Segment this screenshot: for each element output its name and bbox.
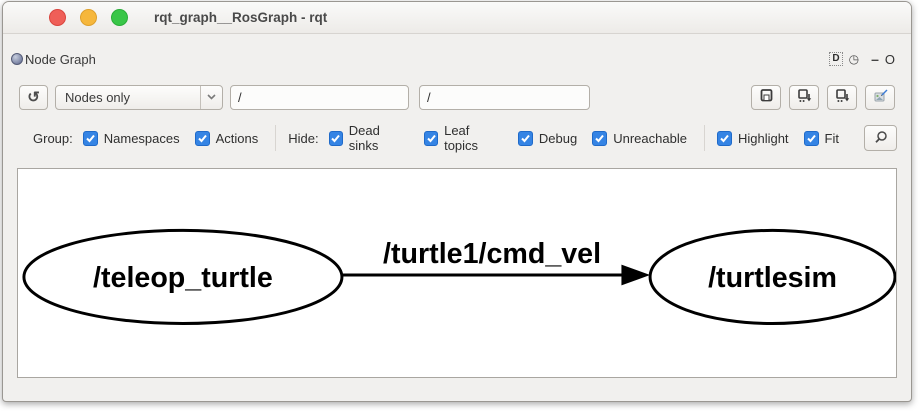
checkbox-unreachable[interactable]: Unreachable <box>592 130 687 146</box>
node-label: /turtlesim <box>708 262 837 294</box>
panel-controls: D ◷ – O <box>829 51 903 67</box>
graph-type-select[interactable]: Nodes only <box>55 84 223 110</box>
checked-checkbox-icon <box>194 130 210 146</box>
topic-filter-input[interactable] <box>419 84 590 110</box>
chevron-down-icon <box>200 85 222 109</box>
save-dot-button[interactable] <box>789 84 819 110</box>
minimize-panel-icon[interactable]: – <box>871 51 879 67</box>
checked-checkbox-icon <box>328 130 343 146</box>
checkbox-label: Leaf topics <box>444 123 479 153</box>
fit-in-view-button[interactable] <box>864 125 897 151</box>
panel-header: Node Graph D ◷ – O <box>3 46 911 72</box>
save-file-icon <box>797 88 812 106</box>
close-window-button[interactable] <box>49 9 66 26</box>
checkbox-label: Actions <box>215 130 259 146</box>
dock-icon[interactable]: D <box>829 52 843 66</box>
checkbox-label: Dead sinks <box>348 123 380 153</box>
rqt-window: rqt_graph__RosGraph - rqt Node Graph D ◷… <box>2 1 912 402</box>
checked-checkbox-icon <box>716 130 732 146</box>
hide-label: Hide: <box>288 130 319 146</box>
checked-checkbox-icon <box>592 130 608 146</box>
graph-node-turtlesim: /turtlesim <box>648 228 896 325</box>
ros-graph: /turtle1/cmd_vel /teleop_turtle /turtles… <box>22 228 896 325</box>
save-svg-button[interactable] <box>827 84 857 110</box>
graph-canvas[interactable]: /turtle1/cmd_vel /teleop_turtle /turtles… <box>17 168 897 378</box>
magnifier-icon <box>874 130 888 147</box>
image-export-icon <box>873 88 888 106</box>
view-options-group: Highlight Fit <box>702 125 897 151</box>
arrowhead-icon <box>621 264 651 286</box>
save-image-button[interactable] <box>865 84 895 110</box>
checked-checkbox-icon <box>803 130 819 146</box>
checkbox-debug[interactable]: Debug <box>517 130 578 146</box>
panel-title: Node Graph <box>25 51 96 67</box>
separator <box>275 125 277 151</box>
refresh-icon: ↺ <box>27 89 40 106</box>
checkbox-namespaces[interactable]: Namespaces <box>82 130 180 146</box>
copy-button[interactable] <box>751 84 781 110</box>
float-panel-icon[interactable]: O <box>884 51 895 67</box>
node-filter-input[interactable] <box>230 84 409 110</box>
clipboard-icon <box>759 88 774 106</box>
node-graph-plugin-icon <box>11 53 23 65</box>
checked-checkbox-icon <box>423 130 439 146</box>
checkbox-label: Highlight <box>737 130 789 146</box>
edge-label: /turtle1/cmd_vel <box>383 238 601 270</box>
refresh-graph-button[interactable]: ↺ <box>19 84 48 110</box>
graph-edge: /turtle1/cmd_vel <box>341 238 651 286</box>
checkbox-highlight[interactable]: Highlight <box>716 130 789 146</box>
graph-type-value: Nodes only <box>65 89 131 105</box>
checkbox-leaf-topics[interactable]: Leaf topics <box>423 123 503 153</box>
minimize-window-button[interactable] <box>80 9 97 26</box>
checked-checkbox-icon <box>82 130 98 146</box>
maximize-window-button[interactable] <box>111 9 128 26</box>
checkbox-fit[interactable]: Fit <box>803 130 839 146</box>
checkbox-label: Fit <box>824 130 839 146</box>
checkbox-actions[interactable]: Actions <box>194 130 259 146</box>
checkbox-label: Namespaces <box>103 130 180 146</box>
node-label: /teleop_turtle <box>93 262 273 294</box>
checkbox-label: Debug <box>538 130 578 146</box>
graph-node-teleop-turtle: /teleop_turtle <box>22 228 344 325</box>
separator <box>703 125 705 151</box>
filter-bar: Group: Namespaces Actions Hide: Dead sin… <box>3 123 911 153</box>
toolbar: ↺ Nodes only <box>3 84 911 110</box>
save-file-icon <box>835 88 850 106</box>
window-title: rqt_graph__RosGraph - rqt <box>154 10 328 25</box>
titlebar[interactable]: rqt_graph__RosGraph - rqt <box>3 2 911 34</box>
reload-plugin-icon[interactable]: ◷ <box>848 52 860 66</box>
checkbox-label: Unreachable <box>613 130 687 146</box>
checkbox-dead-sinks[interactable]: Dead sinks <box>328 123 409 153</box>
checked-checkbox-icon <box>517 130 533 146</box>
group-label: Group: <box>33 130 73 146</box>
